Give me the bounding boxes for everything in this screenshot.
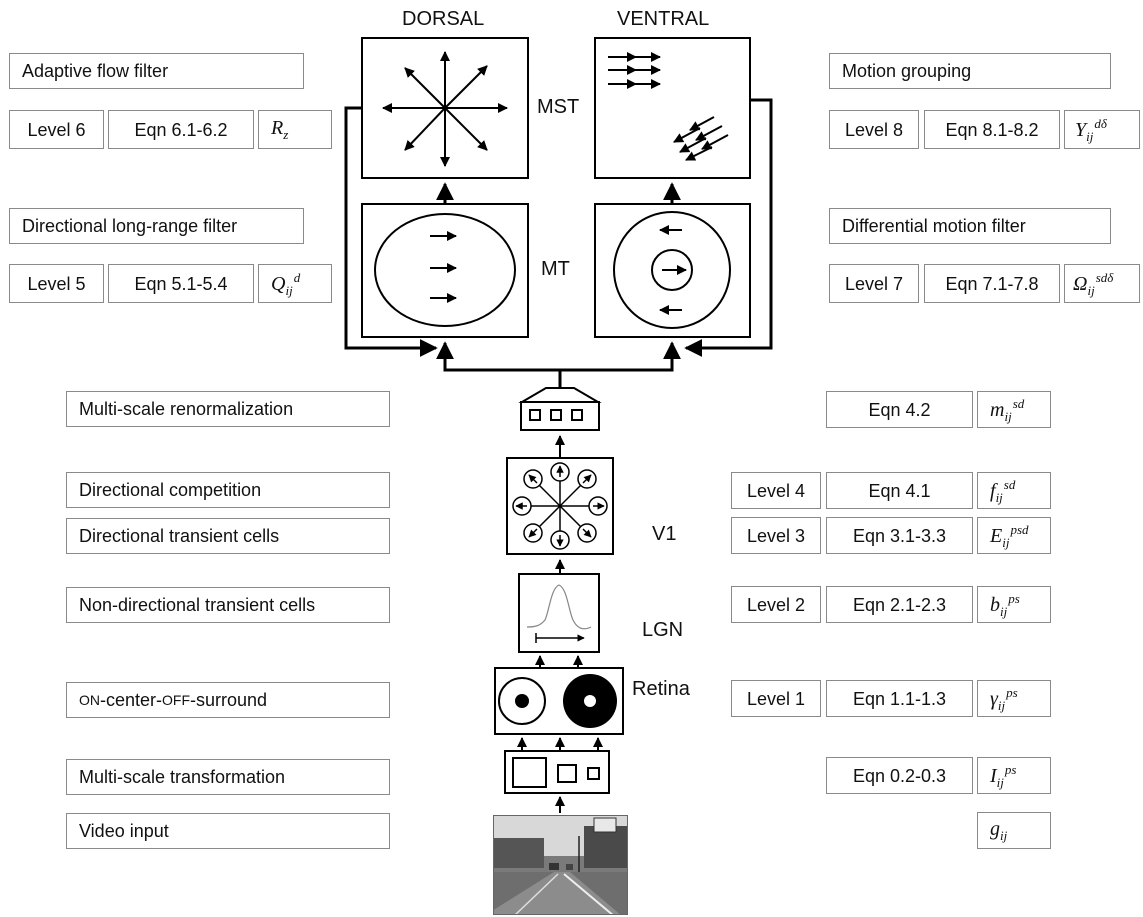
eqn7-box: Eqn 7.1-7.8 xyxy=(924,264,1060,303)
multiscale-transformation-box: Multi-scale transformation xyxy=(66,759,390,795)
omega-symbol-box: Ωijsdδ xyxy=(1064,264,1140,303)
mt-label: MT xyxy=(541,258,570,281)
motion-grouping-box: Motion grouping xyxy=(829,53,1111,89)
directional-transient-cells-box: Directional transient cells xyxy=(66,518,390,554)
mst-label: MST xyxy=(537,96,579,119)
center-text: -center- xyxy=(100,691,162,709)
level6-box: Level 6 xyxy=(9,110,104,149)
level2-box: Level 2 xyxy=(731,586,821,623)
nondirectional-transient-cells-box: Non-directional transient cells xyxy=(66,587,390,623)
mst-dorsal-box xyxy=(362,38,528,178)
level8-box: Level 8 xyxy=(829,110,919,149)
v1-label: V1 xyxy=(652,523,676,546)
multiscale-renormalization-box: Multi-scale renormalization xyxy=(66,391,390,427)
gamma-symbol-box: γijps xyxy=(977,680,1051,717)
mt-ventral-box xyxy=(595,204,750,337)
eqn41-box: Eqn 4.1 xyxy=(826,472,973,509)
mt-dorsal-box xyxy=(362,204,528,337)
level4-box: Level 4 xyxy=(731,472,821,509)
directional-long-range-box: Directional long-range filter xyxy=(9,208,304,244)
f-symbol-box: fijsd xyxy=(977,472,1051,509)
eqn0-box: Eqn 0.2-0.3 xyxy=(826,757,973,794)
lgn-label: LGN xyxy=(642,619,683,642)
transform-to-retina-arrows xyxy=(522,738,598,751)
m-symbol-box: mijsd xyxy=(977,391,1051,428)
on-center-off-surround-box: ON-center-OFF-surround xyxy=(66,682,390,718)
v1-block xyxy=(507,458,613,554)
on-text: ON xyxy=(79,693,100,707)
eqn8-box: Eqn 8.1-8.2 xyxy=(924,110,1060,149)
directional-competition-box: Directional competition xyxy=(66,472,390,508)
level7-box: Level 7 xyxy=(829,264,919,303)
eqn5-box: Eqn 5.1-5.4 xyxy=(108,264,254,303)
eqn2-box: Eqn 2.1-2.3 xyxy=(826,586,973,623)
renormalization-block xyxy=(521,388,599,430)
eqn6-box: Eqn 6.1-6.2 xyxy=(108,110,254,149)
retina-label: Retina xyxy=(632,678,690,701)
eqn1-box: Eqn 1.1-1.3 xyxy=(826,680,973,717)
retina-to-lgn-arrows xyxy=(540,656,578,668)
differential-motion-box: Differential motion filter xyxy=(829,208,1111,244)
eqn42-box: Eqn 4.2 xyxy=(826,391,973,428)
e-symbol-box: Eijpsd xyxy=(977,517,1051,554)
video-input-image xyxy=(493,815,628,915)
surround-text: -surround xyxy=(190,691,267,709)
retina-block xyxy=(495,668,623,734)
lgn-block xyxy=(519,574,599,652)
rz-symbol-box: Rz xyxy=(258,110,332,149)
off-text: OFF xyxy=(162,693,190,707)
level5-box: Level 5 xyxy=(9,264,104,303)
b-symbol-box: bijps xyxy=(977,586,1051,623)
mst-ventral-box xyxy=(595,38,750,178)
eqn3-box: Eqn 3.1-3.3 xyxy=(826,517,973,554)
i-symbol-box: Iijps xyxy=(977,757,1051,794)
upsilon-symbol-box: Υijdδ xyxy=(1064,110,1140,149)
video-input-box: Video input xyxy=(66,813,390,849)
g-symbol-box: gij xyxy=(977,812,1051,849)
level3-box: Level 3 xyxy=(731,517,821,554)
multiscale-transform-block xyxy=(505,751,609,793)
adaptive-flow-filter-box: Adaptive flow filter xyxy=(9,53,304,89)
q-symbol-box: Qijd xyxy=(258,264,332,303)
level1-box: Level 1 xyxy=(731,680,821,717)
mt-to-mst-arrows xyxy=(445,184,672,204)
